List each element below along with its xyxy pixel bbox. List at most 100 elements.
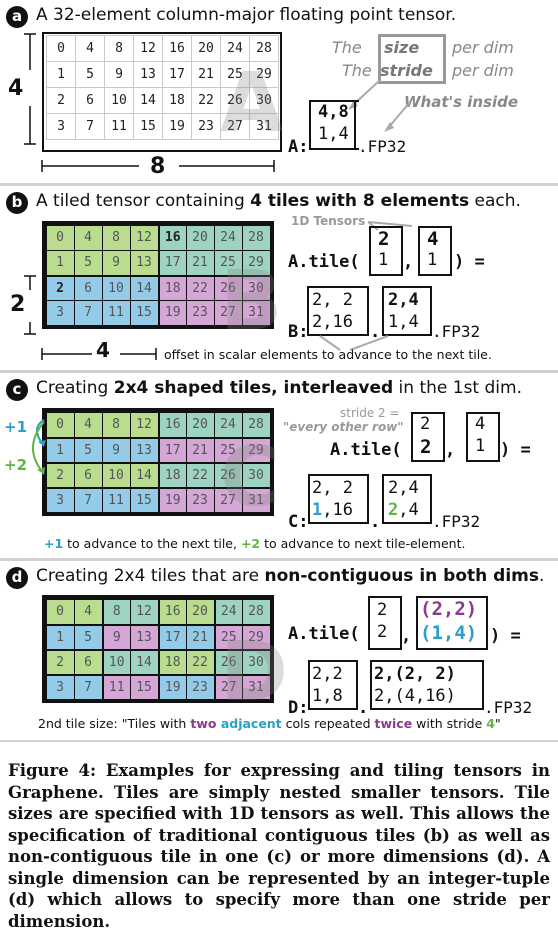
tile-cell: 15 <box>130 676 158 699</box>
tile-cell: 13 <box>130 626 158 649</box>
tile-cell: 5 <box>74 250 102 275</box>
tile-cell: 1 <box>46 250 74 275</box>
tile-cell: 27 <box>214 300 242 325</box>
tile-cell: 28 <box>242 412 270 437</box>
tile-cell: 22 <box>186 277 214 300</box>
tile-cell: 8 <box>104 599 130 624</box>
tile-cell: 6 <box>74 651 102 674</box>
tile-cell: 11 <box>104 676 130 699</box>
tile-cell: 29 <box>242 626 270 649</box>
tile-cell: 8 <box>102 412 130 437</box>
res-br2-b <box>382 286 430 336</box>
tile-vec2-d <box>416 596 488 650</box>
bracket-a-left <box>309 100 359 150</box>
tile-cell: 20 <box>186 225 214 250</box>
tile-end-b: ) = <box>454 252 485 272</box>
tile-cell: 18 <box>160 464 186 487</box>
label-b: B: <box>288 322 309 342</box>
tile-cell: 23 <box>186 300 214 325</box>
tile-cell: 9 <box>104 626 130 649</box>
heading-a: A 32-element column-major floating point… <box>36 5 457 25</box>
dim-arrows-b <box>24 275 157 360</box>
dtype-b: .FP32 <box>432 322 481 341</box>
tile-cell: 22 <box>186 464 214 487</box>
r1b-c: 1,16 <box>312 500 353 520</box>
tile-cell: 2 <box>46 651 74 674</box>
tile-cell: 17 <box>160 250 186 275</box>
tile-cell: 13 <box>130 439 158 462</box>
tile-cell: 25 <box>214 439 242 462</box>
tile-cell: 25 <box>216 626 242 649</box>
tile-cell: 1 <box>46 439 74 462</box>
tile-cell: 7 <box>74 489 102 512</box>
res-br2r-b <box>418 286 432 336</box>
res-br2-d <box>370 660 480 710</box>
whats-inside: What's inside <box>404 93 519 111</box>
tile-cell: 10 <box>102 464 130 487</box>
tile-cell: 10 <box>102 277 130 300</box>
watermark-a: A <box>220 56 284 151</box>
heading-c: Creating 2x4 shaped tiles, interleaved i… <box>36 378 522 398</box>
stride-note-c: stride 2 = <box>340 406 400 420</box>
tile-vec2-c <box>466 412 500 462</box>
tile-cell: 16 <box>160 599 186 624</box>
size-word: size <box>384 38 420 57</box>
tile-v2a-c: 4 <box>475 414 486 434</box>
tile-v1a-c: 2 <box>420 414 431 434</box>
res-br1r-c <box>355 474 369 524</box>
tile-cell: 15 <box>130 300 158 325</box>
dim-arrows-a <box>24 33 275 172</box>
tile-cell: 31 <box>242 300 270 325</box>
tile-cell: 0 <box>46 599 74 624</box>
tile-v1b-b: 1 <box>378 250 389 270</box>
tile-cell: 30 <box>242 464 270 487</box>
tile-cell: 17 <box>160 439 186 462</box>
tile-cell: 28 <box>242 599 270 624</box>
foot-note-d: 2nd tile size: "Tiles with two adjacent … <box>38 716 501 731</box>
tile-cell: 24 <box>214 225 242 250</box>
dtype-d: .FP32 <box>484 698 533 717</box>
tile-cell: 19 <box>160 300 186 325</box>
tile-cell: 8 <box>102 225 130 250</box>
tile-cell: 29 <box>242 250 270 275</box>
tile-v2a-b: 4 <box>427 228 439 250</box>
dtype-a: .FP32 <box>358 137 407 156</box>
tile-cell: 16 <box>160 225 186 250</box>
bracket-a-right <box>340 100 356 150</box>
tile-cell: 6 <box>74 277 102 300</box>
tile-cell: 27 <box>214 489 242 512</box>
tile-end-d: ) = <box>490 626 521 646</box>
separator-2 <box>0 370 558 373</box>
r2b-c: 2,4 <box>388 500 419 520</box>
the-label-1: The <box>332 38 362 57</box>
badge-c: c <box>6 379 28 401</box>
tile-cell: 0 <box>46 412 74 437</box>
tile-cell: 13 <box>130 250 158 275</box>
tile-cell: 29 <box>242 439 270 462</box>
offset-arrows-b <box>319 335 389 351</box>
separator-4 <box>0 740 558 742</box>
badge-a: a <box>6 6 28 28</box>
tensors-1d-note: 1D Tensors <box>291 214 366 228</box>
offset-note-b: offset in scalar elements to advance to … <box>164 347 492 362</box>
r1b-b: 2,16 <box>312 312 353 332</box>
size-row-a: 4,8 <box>318 102 349 122</box>
comma-b: , <box>403 252 414 272</box>
r1a-d: 2,2 <box>312 664 343 684</box>
tile-cell: 3 <box>46 676 74 699</box>
tile-cell: 7 <box>74 676 102 699</box>
tile-cell: 21 <box>186 250 214 275</box>
tile-cell: 14 <box>130 464 158 487</box>
tile-cell: 25 <box>214 250 242 275</box>
plus2-label: +2 <box>4 456 28 474</box>
r2a-b: 2,4 <box>388 290 419 310</box>
tile-cell: 24 <box>216 599 242 624</box>
tile-cell: 26 <box>216 651 242 674</box>
tile-cell: 23 <box>186 676 214 699</box>
tile-cell: 14 <box>130 277 158 300</box>
r1a-b: 2, 2 <box>312 290 353 310</box>
tile-cell: 10 <box>104 651 130 674</box>
res-br1r-b <box>355 286 369 336</box>
